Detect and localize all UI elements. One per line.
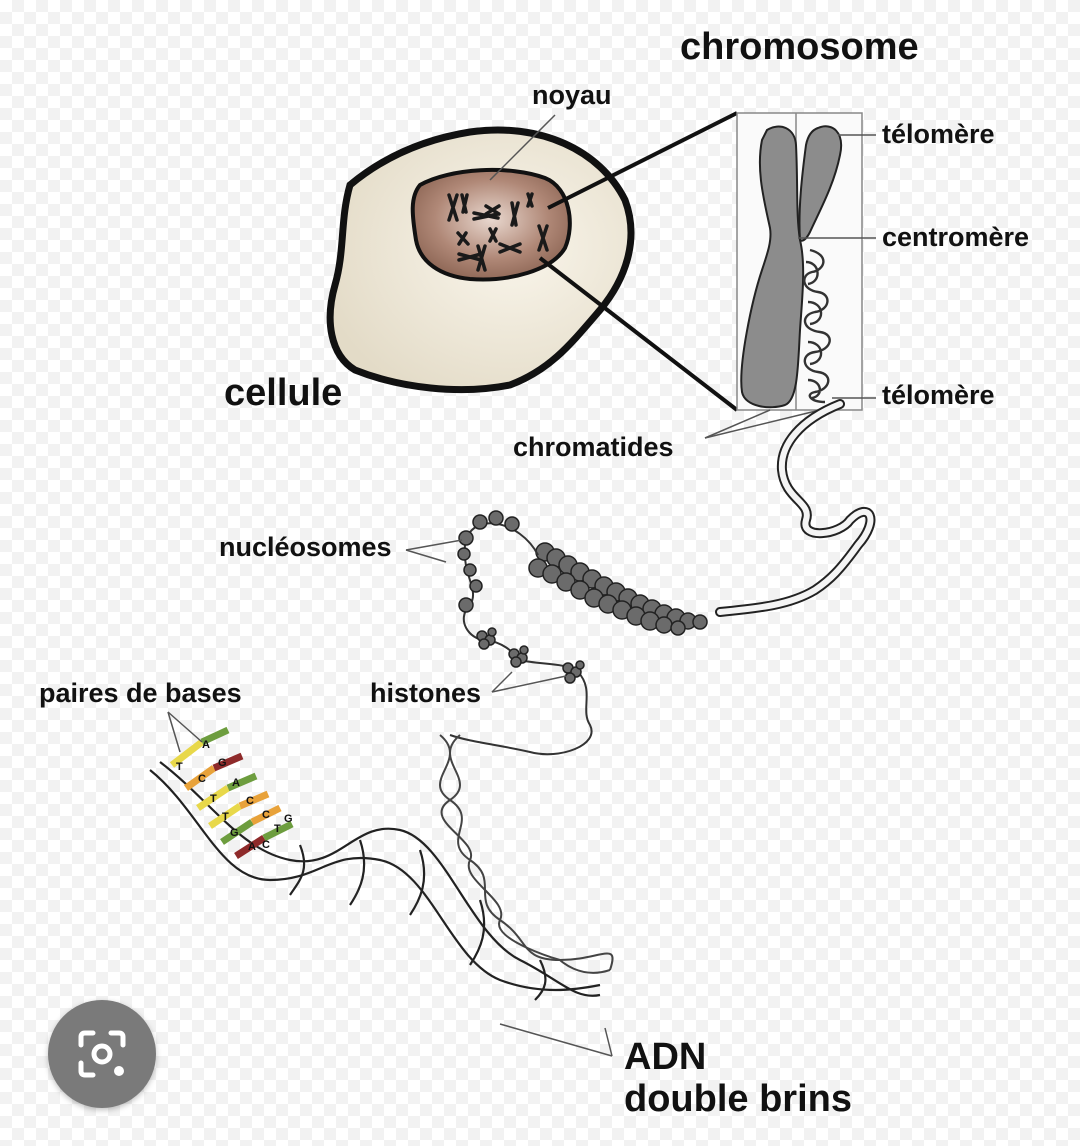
nucleosome-fiber (528, 542, 708, 636)
zoom-line-top (547, 111, 738, 210)
base-letter-right: C (246, 795, 254, 807)
noyau-leader (489, 114, 556, 181)
dna-helix-thin (439, 734, 614, 974)
base-letter-left: A (248, 841, 256, 853)
label-adn: ADN double brins (624, 1036, 852, 1120)
base-letter-left: C (262, 839, 270, 851)
base-letter-left: T (222, 811, 229, 823)
base-letter-left: G (230, 827, 239, 839)
label-adn-line2: double brins (624, 1078, 852, 1120)
chromosome-shape (740, 125, 805, 409)
label-chromosome: chromosome (680, 26, 919, 68)
label-noyau: noyau (532, 80, 612, 110)
dna-helix-large (149, 761, 601, 1001)
camera-search-icon (78, 1030, 126, 1078)
histone-clusters (476, 627, 585, 684)
base-pair-rungs (169, 726, 294, 859)
label-nucleosomes: nucléosomes (219, 532, 392, 562)
base-letter-left: T (210, 793, 217, 805)
base-letter-right: A (202, 739, 210, 751)
lens-search-button[interactable] (48, 1000, 156, 1108)
label-cellule: cellule (224, 372, 343, 414)
nucleus-chromosomes (447, 192, 549, 272)
base-letter-left: C (198, 773, 206, 785)
base-letter-right: G (218, 757, 227, 769)
base-letter-right: A (232, 777, 240, 789)
label-adn-line1: ADN (624, 1036, 707, 1078)
chromatin-coil (803, 248, 831, 404)
zoom-line-bottom (538, 256, 739, 412)
label-chromatides: chromatides (513, 432, 674, 462)
base-letter-right: C (262, 809, 270, 821)
label-telomere-bottom: télomère (882, 380, 995, 410)
base-letter-right: T (274, 823, 281, 835)
label-histones: histones (370, 678, 482, 708)
label-paires-de-bases: paires de bases (39, 678, 242, 708)
nucleosome-beads (457, 510, 520, 613)
base-letter-right: G (284, 813, 293, 825)
base-letter-left: T (176, 761, 183, 773)
label-telomere-top: télomère (882, 119, 995, 149)
label-centromere: centromère (882, 222, 1030, 252)
